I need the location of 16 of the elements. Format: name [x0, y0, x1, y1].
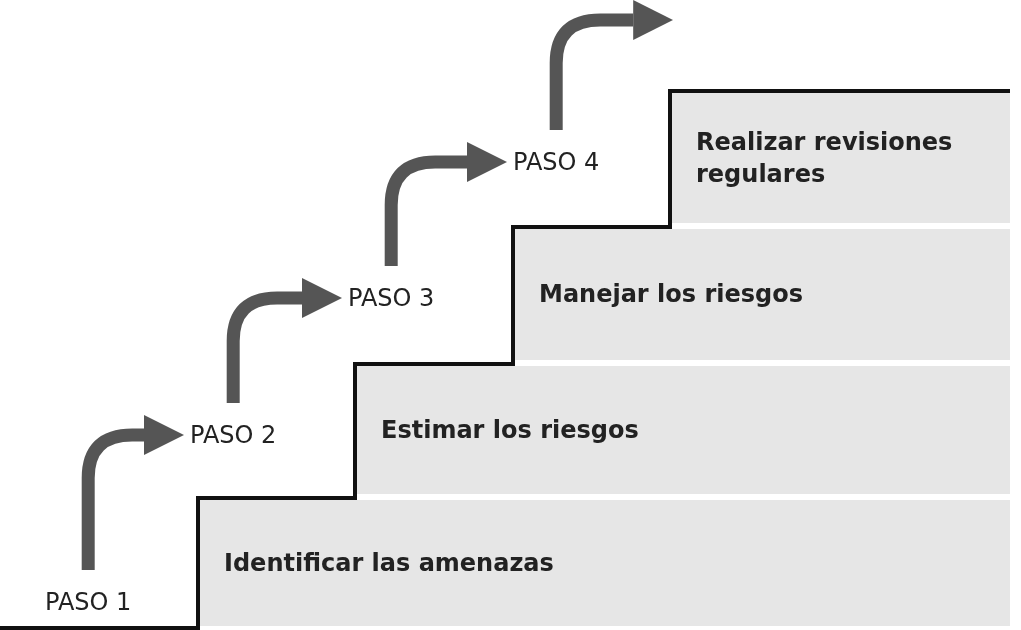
stair-step: [513, 229, 1010, 360]
stair-step: [355, 366, 1010, 494]
stair-step: [670, 93, 1010, 223]
step-number-label: PASO 1: [45, 588, 132, 616]
stair-step: [198, 500, 1010, 626]
curved-arrow: [226, 278, 342, 403]
step-title: Manejar los riesgos: [539, 279, 803, 311]
curved-arrow: [384, 142, 507, 266]
step-number-label: PASO 4: [513, 148, 600, 176]
curved-arrow: [81, 415, 184, 570]
step-number-label: PASO 3: [348, 284, 435, 312]
step-number-label: PASO 2: [190, 421, 277, 449]
step-title: Estimar los riesgos: [381, 414, 639, 446]
curved-arrow: [549, 0, 674, 130]
step-title: Identificar las amenazas: [224, 547, 554, 579]
step-title: Realizar revisiones regulares: [696, 126, 954, 190]
